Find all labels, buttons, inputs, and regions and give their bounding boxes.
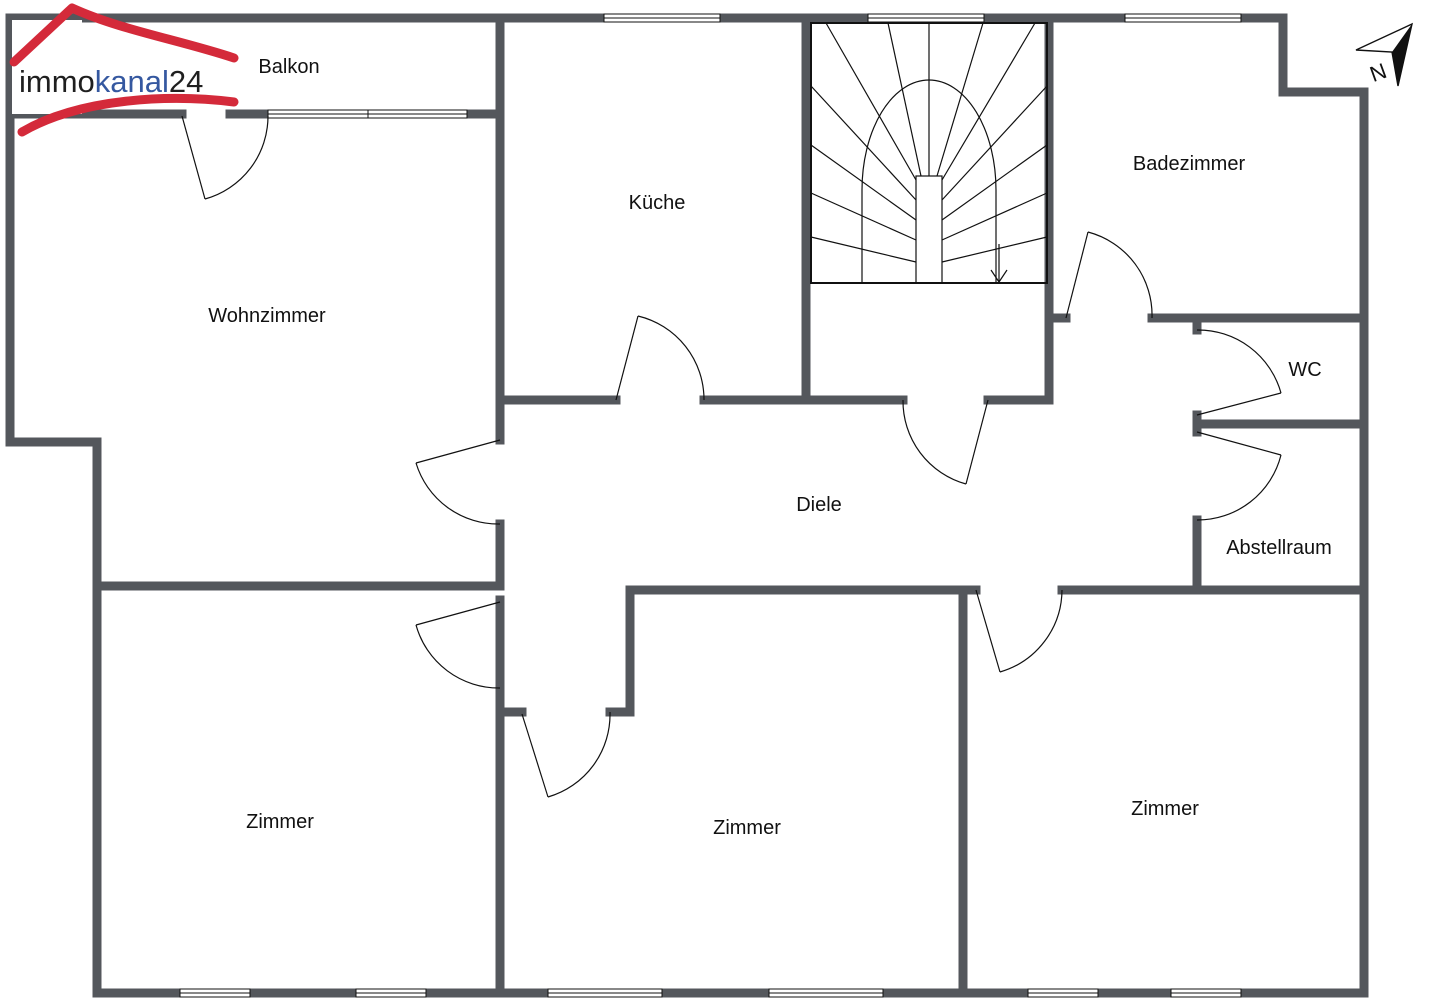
room-label-wc: WC — [1288, 359, 1321, 381]
room-labels: Balkon Wohnzimmer Küche Badezimmer WC Di… — [208, 56, 1332, 839]
logo-text-immo: immo — [19, 64, 95, 99]
door-zimmer-left — [415, 601, 501, 689]
logo: immokanal24 — [9, 3, 239, 137]
door-stair — [902, 399, 989, 485]
door-balkon — [181, 115, 269, 200]
window — [603, 13, 721, 23]
window — [355, 988, 427, 998]
door-storage — [1196, 431, 1282, 521]
window — [267, 109, 468, 119]
windows — [179, 13, 1242, 998]
logo-text-24: 24 — [169, 64, 203, 99]
walls — [5, 13, 1369, 998]
room-label-wohnzimmer: Wohnzimmer — [208, 305, 326, 327]
logo-roof-icon — [9, 3, 239, 67]
door-wc — [1196, 329, 1282, 416]
wall-hall-bottom — [92, 581, 1369, 595]
logo-text: immokanal24 — [19, 64, 203, 99]
stair-treads — [810, 22, 1048, 284]
doors — [181, 115, 1282, 798]
window — [179, 988, 251, 998]
door-living — [415, 439, 501, 525]
staircase — [810, 22, 1048, 284]
window — [1124, 13, 1242, 23]
door-kitchen — [615, 315, 705, 401]
room-label-zimmer-middle: Zimmer — [713, 817, 781, 839]
outer-wall — [5, 13, 1369, 998]
logo-text-kanal: kanal — [95, 64, 169, 99]
north-arrow-icon: N — [1355, 22, 1413, 87]
door-zimmer-right — [975, 589, 1063, 673]
window — [1170, 988, 1242, 998]
window — [867, 13, 985, 23]
compass-label: N — [1366, 58, 1389, 87]
logo-swoosh-icon — [17, 94, 239, 137]
window — [1027, 988, 1099, 998]
wall-zimmer-middle — [495, 585, 635, 717]
room-label-zimmer-right: Zimmer — [1131, 798, 1199, 820]
door-bath — [1065, 231, 1153, 319]
room-label-kueche: Küche — [629, 192, 686, 214]
window — [768, 988, 884, 998]
stair-direction-arrow-icon — [990, 244, 1008, 284]
room-label-balkon: Balkon — [258, 56, 319, 78]
room-label-zimmer-left: Zimmer — [246, 811, 314, 833]
door-zimmer-middle — [521, 711, 611, 798]
room-label-diele: Diele — [796, 494, 842, 516]
window — [547, 988, 663, 998]
stair-core — [915, 175, 943, 284]
room-label-abstellraum: Abstellraum — [1226, 537, 1332, 559]
room-label-badezimmer: Badezimmer — [1133, 153, 1246, 175]
